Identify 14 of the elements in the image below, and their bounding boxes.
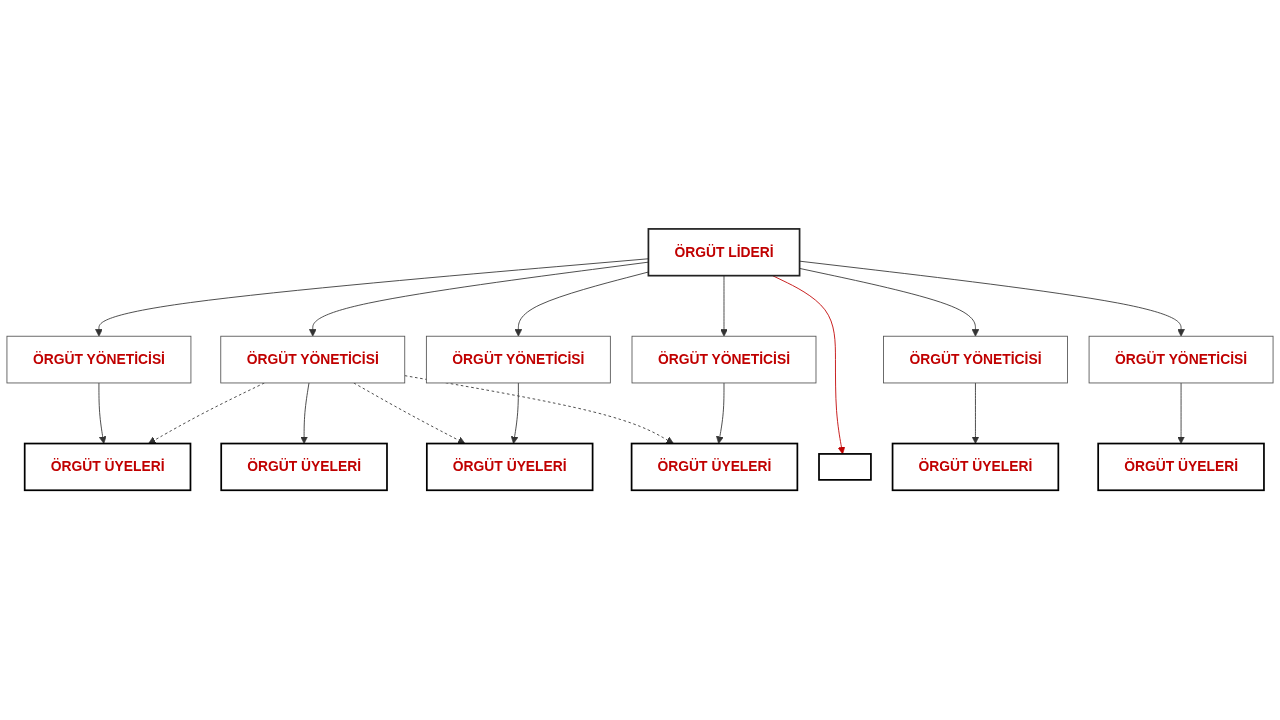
node-box: ÖRGÜT ÜYELERİ: [630, 443, 799, 492]
node-box: ÖRGÜT YÖNETİCİSİ: [631, 336, 817, 384]
node-box: ÖRGÜT YÖNETİCİSİ: [425, 336, 611, 384]
node-box: ÖRGÜT ÜYELERİ: [220, 443, 388, 492]
node-box: ÖRGÜT YÖNETİCİSİ: [220, 336, 406, 384]
node-box: ÖRGÜT YÖNETİCİSİ: [883, 336, 1068, 384]
node-box: ÖRGÜT LİDERİ: [647, 228, 801, 277]
node-box: ÖRGÜT ÜYELERİ: [425, 443, 594, 492]
node-box: ÖRGÜT YÖNETİCİSİ: [1088, 336, 1274, 384]
node-box: ÖRGÜT ÜYELERİ: [1097, 443, 1265, 492]
node-box: [818, 453, 872, 482]
node-box: ÖRGÜT YÖNETİCİSİ: [6, 336, 192, 384]
node-box: ÖRGÜT ÜYELERİ: [23, 443, 192, 492]
node-box: ÖRGÜT ÜYELERİ: [891, 443, 1060, 492]
